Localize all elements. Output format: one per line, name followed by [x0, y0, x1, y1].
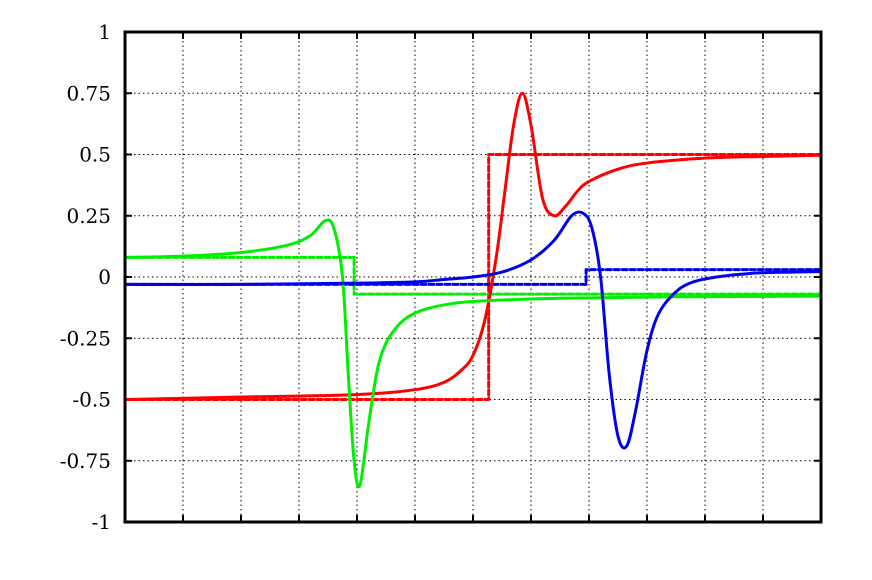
y-tick-label: 0.25: [66, 204, 111, 228]
solid-curve-series-2: [123, 218, 823, 489]
y-tick-label: -0.25: [60, 326, 111, 350]
plot-frame: [123, 30, 823, 524]
y-tick-label: -0.75: [60, 449, 111, 473]
solid-curve-series-4: [123, 210, 823, 450]
y-tick-labels: 1 0.75 0.5 0.25 0 -0.25 -0.5 -0.75 -1: [60, 20, 111, 534]
y-tick-label: 0.75: [66, 81, 111, 105]
y-tick-label: -1: [92, 510, 111, 534]
y-tick-label: 1: [98, 20, 111, 44]
dashed-step-series-3: [123, 255, 823, 296]
dashed-step-series-1: [123, 153, 823, 401]
series: [123, 91, 823, 489]
y-tick-label: -0.5: [72, 388, 111, 412]
y-tick-label: 0: [98, 265, 111, 289]
y-tick-label: 0.5: [79, 143, 111, 167]
solid-curve-series-0: [123, 91, 823, 401]
